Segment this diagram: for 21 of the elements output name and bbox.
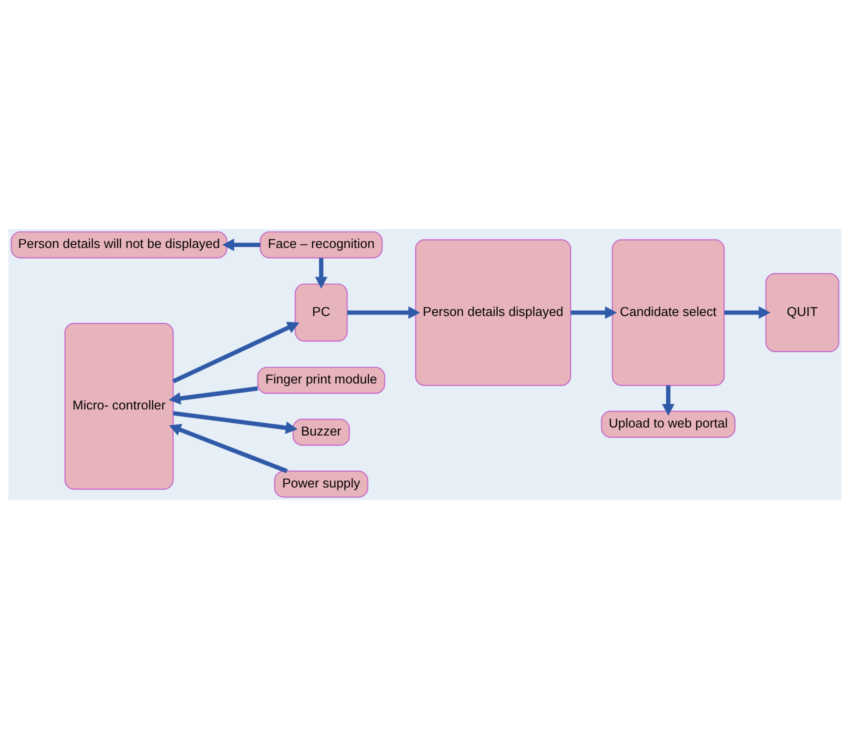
node-box: QUIT (765, 273, 840, 352)
node-box: Person details will not be displayed (10, 231, 228, 258)
arrow (168, 386, 258, 405)
node-box: Micro- controller (64, 322, 174, 490)
node-box: Upload to web portal (601, 410, 736, 438)
arrow (172, 322, 300, 384)
arrow (724, 306, 771, 319)
arrow (222, 238, 260, 252)
node-box: Power supply (274, 470, 368, 498)
arrow (168, 424, 288, 474)
arrow (662, 385, 674, 416)
node-box: Face – recognition (260, 231, 383, 258)
node-box: Person details displayed (415, 239, 572, 386)
arrow (315, 258, 328, 289)
arrow (173, 411, 298, 434)
node-box: Finger print module (257, 366, 386, 394)
arrow (347, 306, 420, 319)
node-box: PC (294, 284, 348, 342)
arrow (570, 306, 617, 319)
node-box: Candidate select (612, 239, 725, 386)
node-box: Buzzer (292, 418, 350, 446)
